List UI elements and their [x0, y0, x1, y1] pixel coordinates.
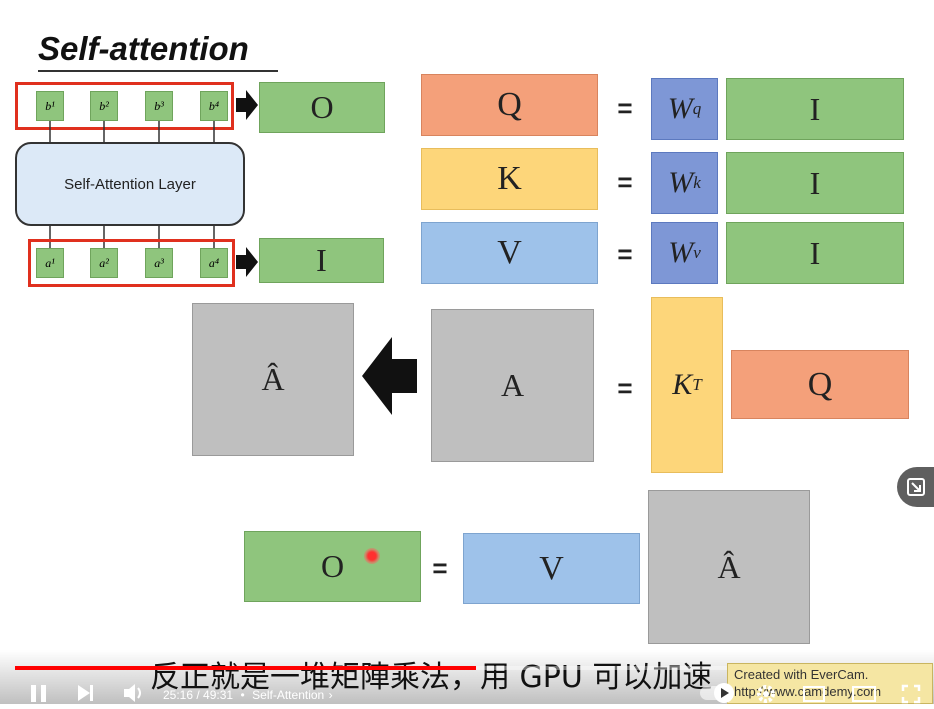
value-matrix: V	[421, 222, 598, 284]
fullscreen-icon[interactable]	[901, 684, 921, 704]
equals-sign: =	[617, 372, 633, 403]
input-matrix-i-q: I	[726, 78, 904, 140]
input-matrix-i: I	[259, 238, 384, 283]
attention-matrix-normalized: Â	[192, 303, 354, 456]
subtitle-text: 反正就是一堆矩陣乘法，用 GPU 可以加速	[150, 660, 713, 695]
play-icon	[721, 688, 729, 698]
query-matrix-2: Q	[731, 350, 909, 419]
b-vector-1: b¹	[36, 91, 64, 121]
time-text: 25:16 / 49:31	[163, 688, 234, 702]
miniplayer-icon[interactable]	[803, 686, 825, 702]
watermark-line1: Created with EverCam.	[734, 667, 869, 682]
key-matrix: K	[421, 148, 598, 210]
a-vector-4: a⁴	[200, 248, 228, 278]
b-vector-2: b²	[90, 91, 118, 121]
input-matrix-i-v: I	[726, 222, 904, 284]
self-attention-layer: Self-Attention Layer	[15, 142, 245, 226]
a-vector-1: a¹	[36, 248, 64, 278]
input-matrix-i-k: I	[726, 152, 904, 214]
output-matrix-o-2: O	[244, 531, 421, 602]
equals-sign: =	[432, 552, 448, 583]
slide-title: Self-attention	[38, 30, 283, 74]
arrow-left-icon	[362, 337, 417, 415]
autoplay-toggle[interactable]	[700, 683, 734, 703]
chevron-right-icon: ›	[328, 688, 333, 702]
attention-matrix-normalized-2: Â	[648, 490, 810, 644]
theater-mode-icon[interactable]	[852, 686, 876, 702]
time-display: 25:16 / 49:31 • Self-Attention ›	[163, 688, 333, 702]
subtitle-caption: 反正就是一堆矩陣乘法，用 GPU 可以加速	[150, 652, 850, 695]
connector-lines	[0, 0, 260, 260]
volume-button[interactable]	[122, 682, 146, 704]
b-vector-group	[15, 82, 234, 130]
a-vector-2: a²	[90, 248, 118, 278]
settings-gear-icon[interactable]	[756, 684, 776, 704]
exit-fullscreen-icon	[906, 478, 925, 496]
slide-title-text: Self-attention	[38, 30, 249, 67]
output-matrix-o: O	[259, 82, 385, 133]
value-matrix-2: V	[463, 533, 640, 604]
b-vector-4: b⁴	[200, 91, 228, 121]
laser-pointer-icon	[364, 548, 380, 564]
layer-label: Self-Attention Layer	[64, 175, 196, 193]
progress-fill	[15, 666, 477, 670]
evercam-watermark: Created with EverCam. http://www.camdemy…	[727, 663, 933, 704]
a-vector-group	[28, 239, 235, 287]
chapter-title[interactable]: Self-Attention	[252, 688, 325, 702]
query-matrix: Q	[421, 74, 598, 136]
miniplayer-button[interactable]	[897, 467, 934, 507]
a-vector-3: a³	[145, 248, 173, 278]
arrow-right-icon	[236, 247, 258, 277]
progress-bar[interactable]	[15, 666, 919, 670]
attention-matrix: A	[431, 309, 594, 462]
b-vector-3: b³	[145, 91, 173, 121]
equals-sign: =	[617, 166, 633, 197]
arrow-right-icon	[236, 90, 258, 120]
equals-sign: =	[617, 238, 633, 269]
next-button[interactable]	[75, 682, 97, 704]
pause-button[interactable]	[28, 682, 50, 704]
equals-sign: =	[617, 92, 633, 123]
